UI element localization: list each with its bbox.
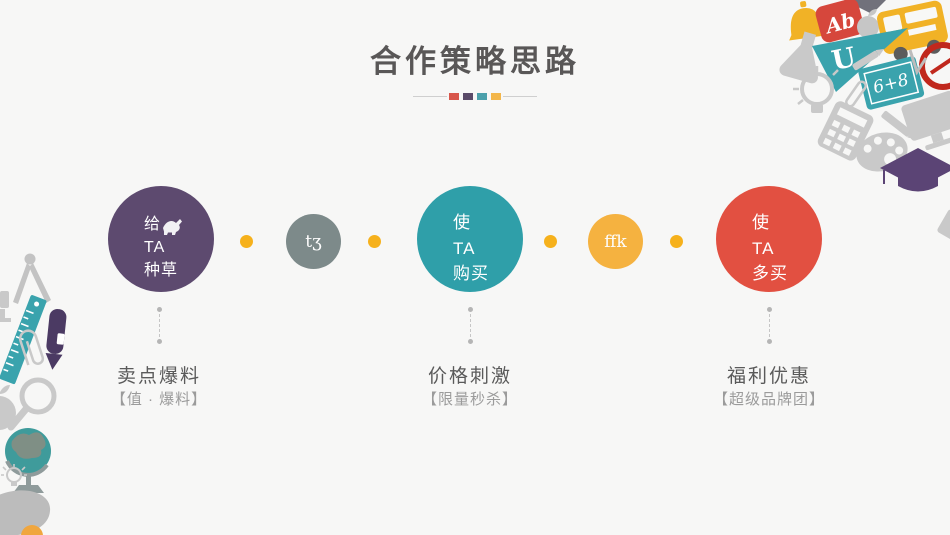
globe-icon — [5, 428, 51, 493]
dotted-connector — [463, 307, 477, 344]
connector-dash-line — [768, 314, 770, 337]
step-label: 价格刺激 — [427, 366, 512, 387]
circle-text-line: 购买 — [453, 264, 489, 283]
divider-square-yellow — [491, 93, 501, 100]
divider-line-right — [503, 96, 537, 97]
step-label: 卖点爆料 — [116, 366, 201, 387]
step-circle-repurchase: 使 TA 多买 — [716, 186, 822, 292]
circle-text-line: 给 — [144, 216, 162, 233]
divider-square-teal — [477, 93, 487, 100]
paper-plane-icon — [844, 0, 886, 14]
svg-text:Ab: Ab — [821, 8, 858, 39]
step-circle-purchase: 使 TA 购买 — [417, 186, 523, 292]
step-sublabel: 【值 · 爆料】 — [110, 391, 208, 408]
connector-dot — [766, 307, 772, 312]
dotted-connector — [152, 307, 166, 344]
calculator-icon — [817, 101, 874, 161]
blob-icon — [937, 209, 950, 240]
circle-text: 使 TA 购买 — [453, 210, 489, 287]
circle-text: 给 TA 种草 — [144, 213, 178, 283]
connector-dot — [156, 339, 162, 344]
lightbulb-icon — [1, 464, 27, 486]
step-sublabel: 【限量秒杀】 — [421, 391, 518, 408]
bullet-dot — [240, 235, 253, 248]
title-divider — [413, 93, 537, 100]
divider-square-red — [449, 93, 459, 100]
bullet-dot — [544, 235, 557, 248]
divider-line-left — [413, 96, 447, 97]
step-label: 福利优惠 — [726, 366, 811, 387]
connector-dot — [467, 339, 473, 344]
page-title: 合作策略思路 — [370, 44, 580, 79]
orange-dot-icon — [21, 525, 43, 535]
divider-square-purple — [463, 93, 473, 100]
apple-icon — [857, 9, 879, 38]
circle-text-line: TA — [453, 238, 476, 258]
small-animal-icon — [163, 219, 182, 235]
connector-dash-line — [469, 314, 471, 337]
connector-dot — [467, 307, 473, 312]
connector-dot — [766, 339, 772, 344]
monitor-icon — [901, 90, 950, 151]
book-swoosh-icon — [0, 490, 51, 535]
circle-text-line: 多买 — [752, 264, 788, 283]
circle-text-line: TA — [752, 238, 775, 258]
bullet-dot — [670, 235, 683, 248]
bullet-dot — [368, 235, 381, 248]
step-circle-seeding: 给 TA 种草 — [108, 186, 214, 292]
test-tube-icon — [845, 80, 867, 108]
connector-circle-gray: tʒ — [286, 214, 341, 269]
connector-dash-line — [158, 314, 160, 337]
connector-dot — [156, 307, 162, 312]
dotted-connector — [762, 307, 776, 344]
palette-icon — [856, 132, 908, 172]
connector-glyph: tʒ — [305, 231, 322, 252]
connector-circle-yellow: ffk — [588, 214, 643, 269]
pencil-icon — [881, 110, 917, 140]
step-sublabel: 【超级品牌团】 — [712, 391, 825, 408]
circle-text: 使 TA 多买 — [752, 210, 788, 287]
apple-icon — [0, 385, 16, 430]
graduation-cap-icon — [880, 148, 950, 192]
circle-text-line: 使 — [752, 213, 770, 232]
trophy-icon — [0, 291, 11, 322]
circle-text-line: 种草 — [144, 262, 179, 280]
circle-text-line: TA — [144, 239, 166, 257]
circle-text-line: 使 — [453, 213, 471, 232]
connector-glyph: ffk — [604, 231, 627, 252]
drafting-compass-icon — [13, 253, 51, 304]
